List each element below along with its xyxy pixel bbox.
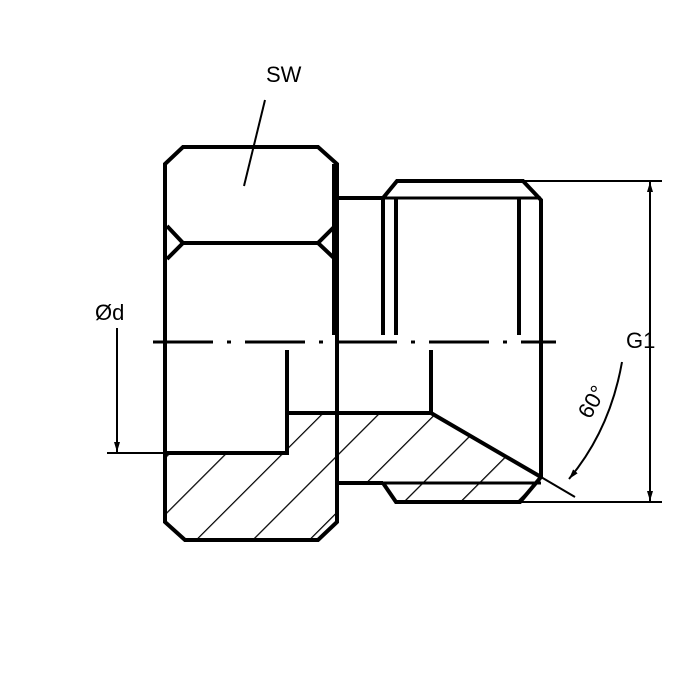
section-hatching xyxy=(165,413,541,540)
thread-outer-bottom xyxy=(381,475,543,504)
hex-body-outline xyxy=(163,145,339,542)
sw-leader xyxy=(243,99,266,187)
cone-line xyxy=(429,411,543,479)
angle-extension xyxy=(540,476,576,498)
bore-step xyxy=(287,350,433,415)
sw-label: SW xyxy=(266,62,302,87)
g1-label: G1 xyxy=(626,328,655,353)
bore-outline xyxy=(165,350,289,455)
angle-arc xyxy=(568,361,623,480)
angle-label: 60° xyxy=(573,381,611,422)
hex-corner-right xyxy=(315,224,337,261)
od-label: Ød xyxy=(95,300,124,325)
hex-corner-left xyxy=(165,224,186,261)
